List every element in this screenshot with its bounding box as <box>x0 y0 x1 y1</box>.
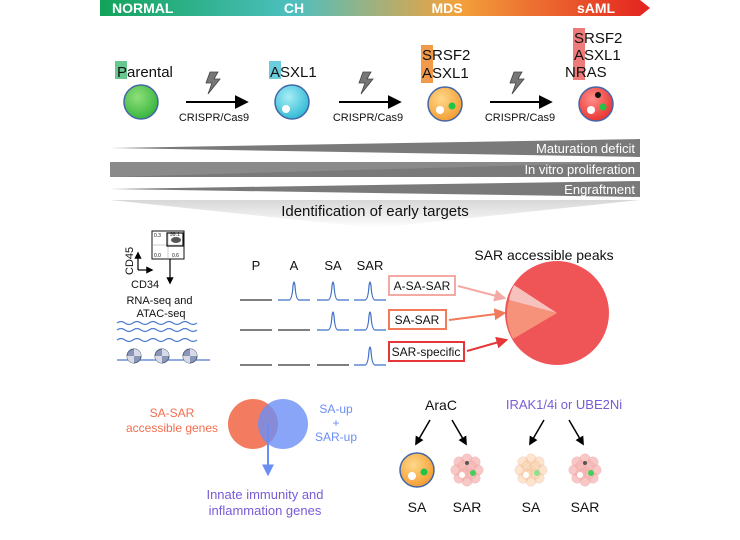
nucleosome-3 <box>182 348 198 364</box>
sa-cell-irak-fragmented <box>514 453 548 487</box>
asxl1-cell <box>274 84 310 120</box>
assay-label: RNA-seq and ATAC-seq <box>126 295 195 320</box>
trend-maturation <box>110 139 640 157</box>
cell-progression: Parental CRISPR/Cas9 ASXL1 CRISPR/Cas9 S… <box>115 28 622 124</box>
peak-track-r1-c4 <box>354 281 386 301</box>
quadrant-br: 0.6 <box>172 253 179 259</box>
nucleosome-2 <box>154 348 170 364</box>
category-sar-specific: SAR-specific <box>392 345 461 359</box>
drug-panel: AraC IRAK1/4i or UBE2Ni SA SAR SA SAR <box>399 397 622 515</box>
arac-label: AraC <box>425 397 457 413</box>
peak-track-r3-c4 <box>354 346 386 366</box>
stage-normal-label: NORMAL <box>112 0 174 16</box>
venn-right-label: SA-up+SAR-up <box>315 402 357 444</box>
trend-proliferation-label: In vitro proliferation <box>524 162 635 177</box>
trend-maturation-label: Maturation deficit <box>536 141 635 156</box>
parental-label: Parental <box>117 64 173 81</box>
stage-saml-label: sAML <box>577 0 616 16</box>
peak-track-r1-c3 <box>317 281 349 301</box>
category-sa-sar: SA-SAR <box>395 313 440 327</box>
nras-label-saml: NRAS <box>565 64 607 81</box>
cell-label-sar-1: SAR <box>453 499 482 515</box>
sar-cell-irak-fragmented <box>568 453 602 487</box>
parental-cell <box>123 84 159 120</box>
crispr-label-3: CRISPR/Cas9 <box>485 112 555 124</box>
trend-bars: Maturation deficit In vitro proliferatio… <box>110 139 640 228</box>
cell-label-sar-2: SAR <box>571 499 600 515</box>
peak-track-r1-c2 <box>278 281 310 301</box>
gate-value: 99.1 <box>170 232 180 238</box>
peak-track-r2-c4 <box>354 311 386 331</box>
srsf2-label-mds: SRSF2 <box>422 47 470 64</box>
pie-title: SAR accessible peaks <box>474 247 613 263</box>
pie-a-sa-sar-slice <box>509 285 557 313</box>
pie-chart: SAR accessible peaks <box>474 247 614 365</box>
stage-mds-label: MDS <box>431 0 462 16</box>
peak-tracks: P A SA SAR <box>240 258 386 366</box>
flow-panel: 99.1 0.3 0.0 0.6 CD45 CD34 RNA-seq and A… <box>116 230 210 364</box>
cd45-axis-label: CD45 <box>124 247 136 275</box>
quadrant-tl: 0.3 <box>154 233 161 239</box>
nucleosome-1 <box>126 348 142 364</box>
crispr-label-1: CRISPR/Cas9 <box>179 112 249 124</box>
trend-engraftment <box>110 181 640 197</box>
sar-cell-arac-fragmented <box>450 453 484 487</box>
quadrant-bl: 0.0 <box>154 253 161 259</box>
mds-cell <box>427 86 463 122</box>
early-targets-title: Identification of early targets <box>281 203 469 220</box>
crispr-label-2: CRISPR/Cas9 <box>333 112 403 124</box>
stage-ch-label: CH <box>284 0 304 16</box>
category-a-sa-sar: A-SA-SAR <box>394 279 451 293</box>
peak-track-r2-c3 <box>317 311 349 331</box>
asxl1-label-mds: ASXL1 <box>422 65 469 82</box>
venn-right-circle <box>258 399 308 449</box>
pie-sa-sar-slice <box>506 300 557 339</box>
srsf2-label-saml: SRSF2 <box>574 30 622 47</box>
cd34-axis-label: CD34 <box>131 279 159 291</box>
col-label-a: A <box>290 258 299 273</box>
stage-banner: NORMAL CH MDS sAML <box>100 0 650 16</box>
irak-label: IRAK1/4i or UBE2Ni <box>506 397 622 412</box>
col-label-sar: SAR <box>357 258 384 273</box>
peak-categories: A-SA-SAR SA-SAR SAR-specific <box>388 275 509 362</box>
col-label-sa: SA <box>324 258 342 273</box>
asxl1-label-saml: ASXL1 <box>574 47 621 64</box>
trend-engraftment-label: Engraftment <box>564 182 635 197</box>
sa-cell-arac <box>399 452 435 488</box>
asxl1-label: ASXL1 <box>270 64 317 81</box>
saml-cell <box>578 86 614 122</box>
cell-label-sa-1: SA <box>408 499 427 515</box>
col-label-p: P <box>252 258 261 273</box>
cell-label-sa-2: SA <box>522 499 541 515</box>
